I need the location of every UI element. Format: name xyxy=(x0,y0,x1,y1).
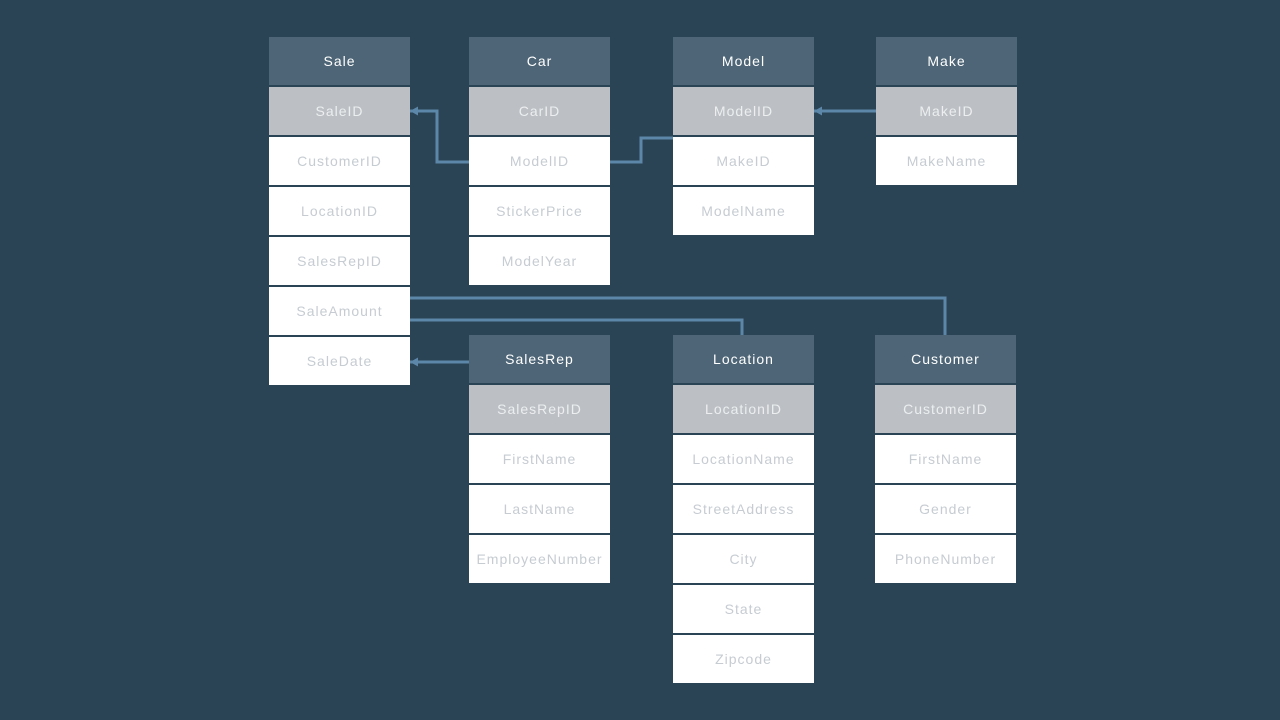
table-row: FirstName xyxy=(875,435,1016,483)
table-row: PhoneNumber xyxy=(875,535,1016,583)
table-header-sale: Sale xyxy=(269,37,410,85)
table-row: ModelID xyxy=(469,137,610,185)
table-row: City xyxy=(673,535,814,583)
table-row: ModelName xyxy=(673,187,814,235)
table-row: State xyxy=(673,585,814,633)
connection-sale-to-customer xyxy=(410,296,947,336)
table-row-pk: SalesRepID xyxy=(469,385,610,433)
connection-sale-to-location xyxy=(410,318,744,336)
table-header-make: Make xyxy=(876,37,1017,85)
table-row-pk: CustomerID xyxy=(875,385,1016,433)
table-location: Location LocationID LocationName StreetA… xyxy=(673,335,814,685)
table-row-pk: CarID xyxy=(469,87,610,135)
table-row-pk: ModelID xyxy=(673,87,814,135)
table-row: FirstName xyxy=(469,435,610,483)
table-row: MakeName xyxy=(876,137,1017,185)
table-header-salesrep: SalesRep xyxy=(469,335,610,383)
table-row: Zipcode xyxy=(673,635,814,683)
table-row: Gender xyxy=(875,485,1016,533)
table-row-pk: SaleID xyxy=(269,87,410,135)
table-row: EmployeeNumber xyxy=(469,535,610,583)
table-car: Car CarID ModelID StickerPrice ModelYear xyxy=(469,37,610,287)
table-header-model: Model xyxy=(673,37,814,85)
table-row: SaleDate xyxy=(269,337,410,385)
table-row: ModelYear xyxy=(469,237,610,285)
table-header-location: Location xyxy=(673,335,814,383)
table-model: Model ModelID MakeID ModelName xyxy=(673,37,814,237)
table-row: MakeID xyxy=(673,137,814,185)
table-row: CustomerID xyxy=(269,137,410,185)
table-row-pk: MakeID xyxy=(876,87,1017,135)
connection-sale-saleid-to-car-modelid xyxy=(410,109,469,164)
table-make: Make MakeID MakeName xyxy=(876,37,1017,187)
table-header-customer: Customer xyxy=(875,335,1016,383)
table-customer: Customer CustomerID FirstName Gender Pho… xyxy=(875,335,1016,585)
connection-arrowhead xyxy=(410,357,418,367)
table-salesrep: SalesRep SalesRepID FirstName LastName E… xyxy=(469,335,610,585)
table-header-car: Car xyxy=(469,37,610,85)
table-row: StickerPrice xyxy=(469,187,610,235)
connection-car-modelid-to-model xyxy=(610,136,673,164)
connection-arrowhead xyxy=(814,106,822,116)
table-row: StreetAddress xyxy=(673,485,814,533)
table-row: SalesRepID xyxy=(269,237,410,285)
connection-arrowhead xyxy=(410,106,418,116)
table-row: SaleAmount xyxy=(269,287,410,335)
table-row-pk: LocationID xyxy=(673,385,814,433)
table-row: LocationID xyxy=(269,187,410,235)
table-row: LocationName xyxy=(673,435,814,483)
table-sale: Sale SaleID CustomerID LocationID SalesR… xyxy=(269,37,410,387)
table-row: LastName xyxy=(469,485,610,533)
